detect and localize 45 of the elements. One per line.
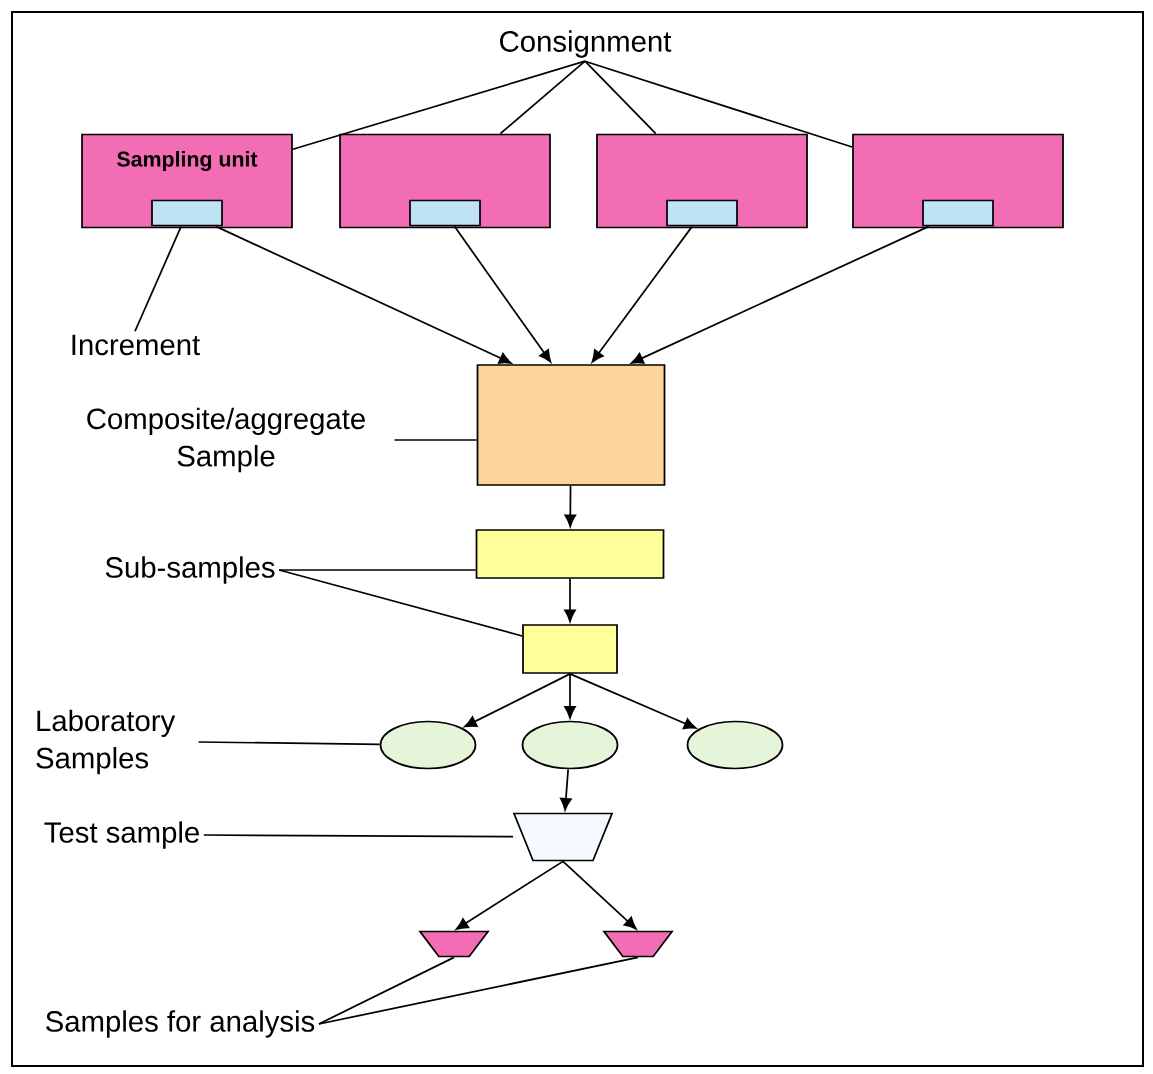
leader-line <box>318 956 639 1025</box>
laboratory-sample-ellipse <box>521 720 619 770</box>
sampling-unit-box <box>339 133 551 229</box>
sub-sample-box <box>522 624 618 674</box>
arrow <box>560 768 572 811</box>
leader-line <box>318 956 455 1025</box>
increment-box <box>409 199 481 227</box>
arrow <box>591 225 694 363</box>
leader-line <box>278 569 523 637</box>
arrow <box>630 225 930 364</box>
arrow <box>564 578 576 622</box>
laboratory-sample-ellipse <box>686 720 784 770</box>
leader-line <box>278 569 477 571</box>
leader-line <box>202 834 514 838</box>
connector-line <box>584 60 853 148</box>
increment-box <box>922 199 994 227</box>
arrow <box>453 225 552 363</box>
leader-line <box>393 439 478 441</box>
connector-line <box>584 60 657 135</box>
connector-line <box>499 60 586 135</box>
connector-line <box>292 60 586 151</box>
caption-text: Samples for analysis <box>46 1010 315 1038</box>
sampling-unit-box <box>596 133 808 229</box>
arrow <box>562 860 637 930</box>
caption-text: Composite/aggregate Sample <box>87 407 365 473</box>
increment-box <box>151 199 223 227</box>
caption-text: Consignment <box>500 30 672 58</box>
leader-line <box>197 741 381 746</box>
caption-text: Laboratory Samples <box>36 709 176 775</box>
composite-sample-box <box>476 364 666 486</box>
sampling-unit-box: Sampling unit <box>81 133 293 229</box>
caption-text: Increment <box>72 334 200 356</box>
laboratory-sample-ellipse <box>379 720 477 770</box>
arrow <box>564 673 576 719</box>
sub-sample-box <box>475 529 665 579</box>
caption-text: Test sample <box>44 821 199 849</box>
arrow <box>564 485 577 527</box>
increment-box <box>666 199 738 227</box>
arrow <box>455 860 564 930</box>
leader-line <box>134 225 182 333</box>
arrow <box>215 225 512 364</box>
arrow <box>569 673 697 730</box>
sampling-unit-box <box>852 133 1064 229</box>
caption-text: Sub-samples <box>105 556 275 584</box>
arrow <box>464 673 571 728</box>
